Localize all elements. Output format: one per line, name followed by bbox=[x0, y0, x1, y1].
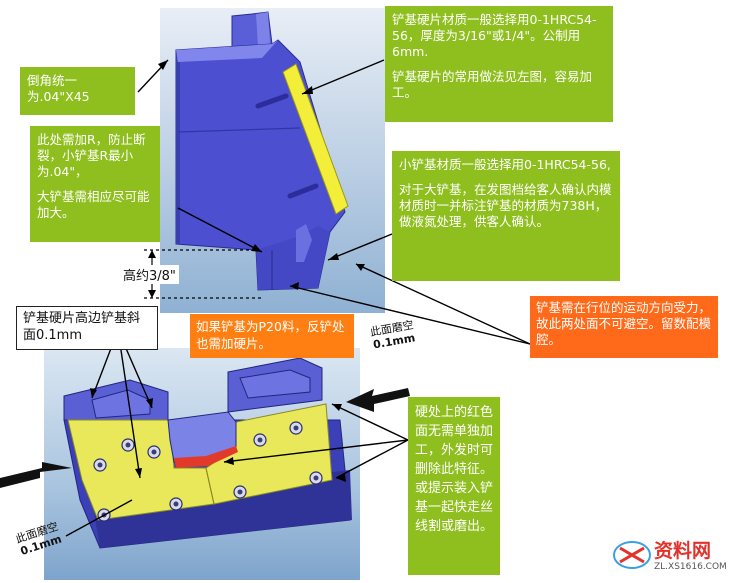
watermark-logo bbox=[613, 541, 651, 569]
leader-arrowheads bbox=[90, 60, 365, 482]
note-red-face: 硬处上的红色面无需单独加工，外发时可删除此特征。或提示装入铲基一起快走丝线割或磨… bbox=[408, 397, 500, 575]
slide-base-top-view bbox=[175, 11, 349, 291]
note-chamfer: 倒角统一为.04"X45 bbox=[20, 67, 135, 115]
watermark-brand: 资料网 bbox=[654, 540, 712, 562]
red-face bbox=[174, 446, 238, 468]
slide-base-bottom-view bbox=[63, 357, 352, 549]
height-label: 高约3/8" bbox=[120, 265, 179, 284]
note-hard-plate-material: 铲基硬片材质一般选择用0-1HRC54-56，厚度为3/16"或1/4"。公制用… bbox=[385, 6, 613, 122]
watermark: 资料网 ZL.XS1616.COM bbox=[654, 540, 727, 572]
watermark-url: ZL.XS1616.COM bbox=[654, 562, 727, 572]
hard-plate bbox=[282, 63, 349, 215]
leader-lines bbox=[65, 59, 531, 537]
note-p20: 如果铲基为P20料，反铲处也需加硬片。 bbox=[190, 314, 354, 358]
note-small-base-material: 小铲基材质一般选择用0-1HRC54-56, 对于大铲基，在发图档给客人确认内模… bbox=[392, 151, 620, 281]
clearance-arrows bbox=[0, 388, 410, 488]
note-movement-direction: 铲基需在行位的运动方向受力，故此两处面不可避空。留数配模腔。 bbox=[530, 296, 718, 358]
note-bevel: 铲基硬片高边铲基斜面0.1mm bbox=[16, 306, 158, 350]
note-radius: 此处需加R，防止断裂，小铲基R最小为.04"， 大铲基需相应尽可能加大。 bbox=[30, 126, 160, 242]
